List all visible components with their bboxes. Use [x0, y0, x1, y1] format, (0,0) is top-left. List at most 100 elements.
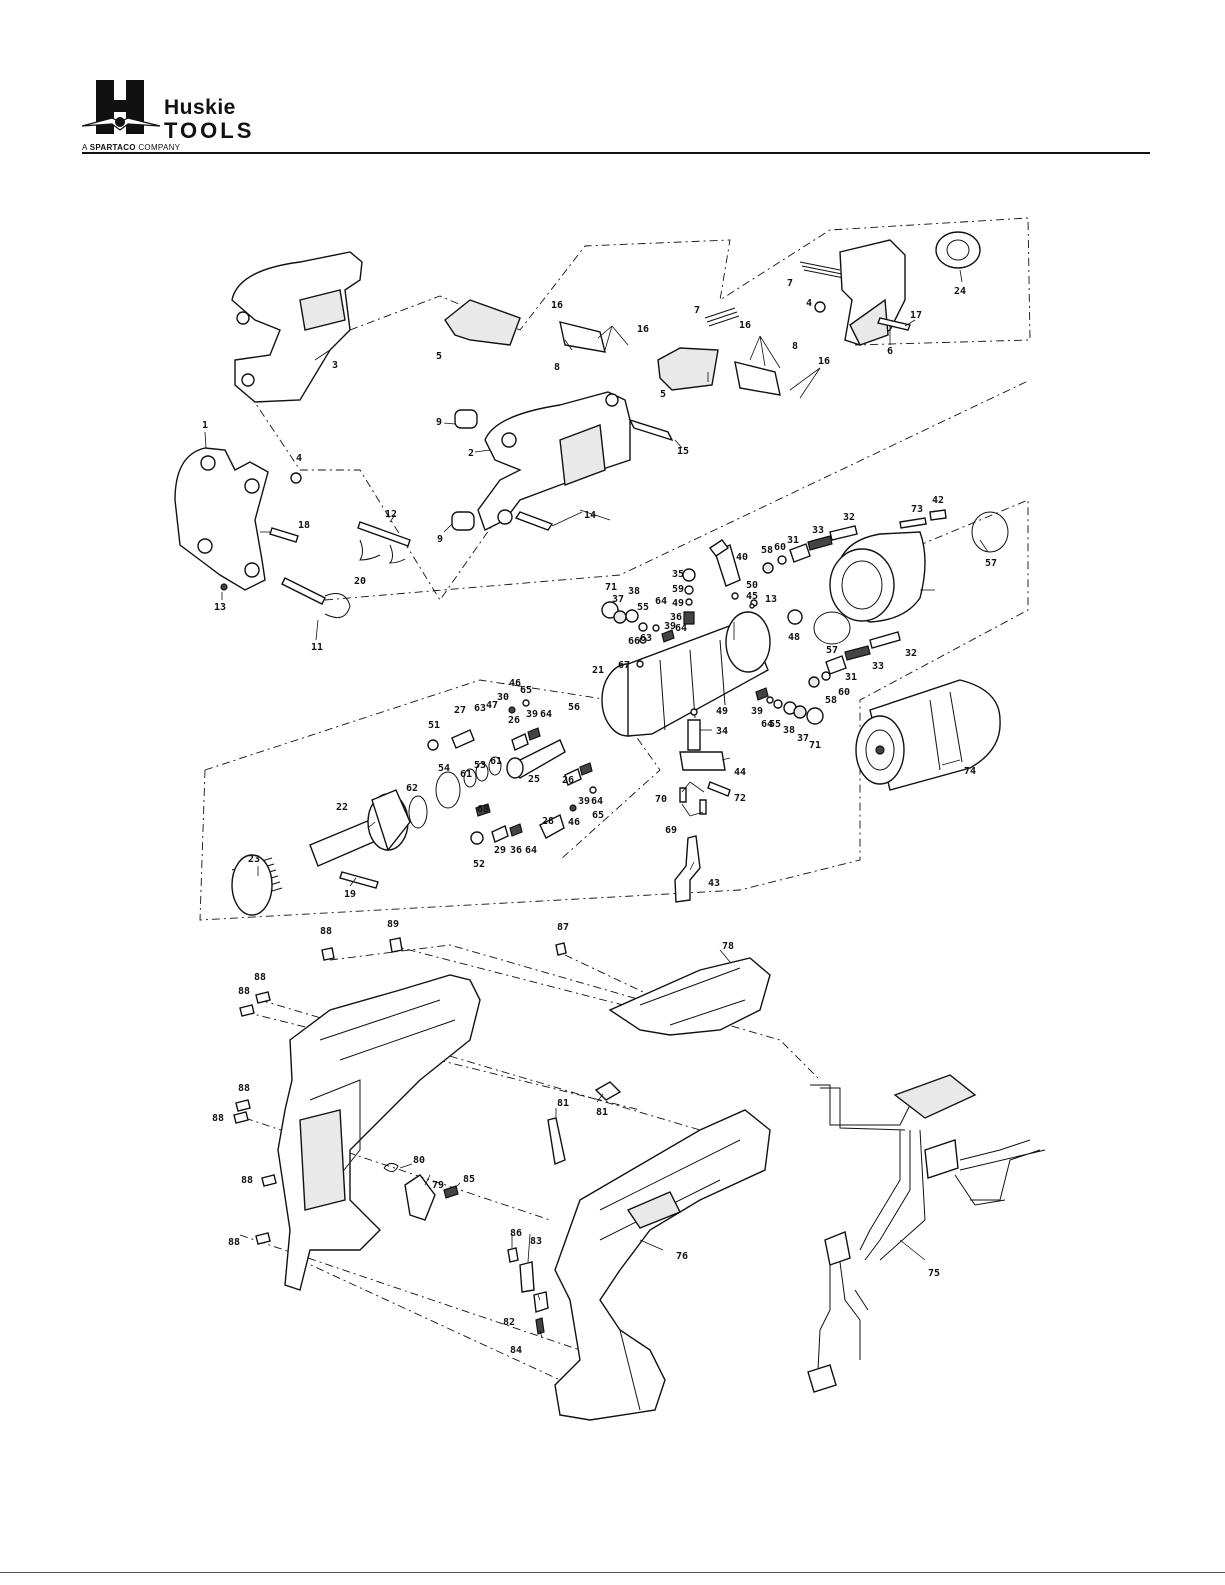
jaw-head-group: [174, 231, 981, 619]
callout-84: 84: [510, 1345, 522, 1356]
screw-70: [679, 787, 687, 803]
header-rule: [82, 152, 1150, 154]
callout-56: 56: [568, 702, 580, 713]
callout-40: 40: [736, 552, 748, 563]
callout-12: 12: [385, 509, 397, 520]
callout-81-left: 81: [557, 1098, 569, 1109]
callout-57-mid: 57: [826, 645, 838, 656]
callout-75: 75: [928, 1268, 940, 1279]
bolt-14: [514, 511, 554, 531]
seal-64b: [766, 696, 774, 704]
callout-58-top: 58: [761, 545, 773, 556]
callout-65-top: 65: [520, 685, 532, 696]
screw-42: [929, 509, 947, 521]
trigger-switch: [824, 1231, 851, 1266]
die-5a: [444, 299, 521, 346]
page-header: Huskie TOOLS A SPARTACO COMPANY: [0, 0, 1225, 160]
screw-89: [389, 937, 403, 953]
callout-43: 43: [708, 878, 720, 889]
callout-74: 74: [964, 766, 976, 777]
washer-52: [470, 831, 484, 845]
hydraulic-pump-group: [231, 539, 824, 916]
callout-34: 34: [716, 726, 728, 737]
callout-8-right: 8: [792, 341, 798, 352]
ball-49b: [690, 708, 698, 716]
callout-88-c: 88: [238, 986, 250, 997]
callout-76: 76: [676, 1251, 688, 1262]
callout-64-f: 64: [761, 719, 773, 730]
spring-36b: [683, 611, 695, 625]
gear-71a: [601, 601, 619, 619]
callout-54: 54: [438, 763, 450, 774]
callout-60-top: 60: [774, 542, 786, 553]
callout-39-c: 39: [578, 796, 590, 807]
seat-65: [589, 786, 597, 794]
callout-31-top: 31: [787, 535, 799, 546]
callout-71-left: 71: [605, 582, 617, 593]
huskie-tools-logo: Huskie TOOLS A SPARTACO COMPANY: [82, 80, 282, 154]
housing-left-half: [277, 974, 481, 1291]
control-board: [893, 1074, 977, 1119]
callout-64-e: 64: [525, 845, 537, 856]
callout-16-a: 16: [551, 300, 563, 311]
die-5b: [657, 347, 719, 391]
callout-32-top: 32: [843, 512, 855, 523]
callout-4-right: 4: [806, 298, 812, 309]
plate-82: [533, 1291, 549, 1313]
o-ring-57-right: [971, 511, 1009, 553]
connector-block: [924, 1139, 959, 1179]
seal-13-pump: [749, 603, 755, 609]
ring-nut-24: [935, 231, 981, 269]
spring-68: [475, 803, 491, 817]
o-ring-57-mid: [813, 611, 851, 645]
callout-20: 20: [354, 576, 366, 587]
pin-72: [707, 781, 731, 797]
callout-72: 72: [734, 793, 746, 804]
screw-88d: [235, 1099, 251, 1112]
callout-78: 78: [722, 941, 734, 952]
seat-66: [639, 636, 647, 644]
eccentric-38a: [625, 609, 639, 623]
o-ring-53: [475, 762, 489, 782]
ball-46: [569, 804, 577, 812]
callout-leader-lines: [204, 269, 989, 1339]
callout-13-pump: 13: [765, 594, 777, 605]
callout-69: 69: [665, 825, 677, 836]
brand-name-line2: TOOLS: [164, 118, 255, 143]
callout-89: 89: [387, 919, 399, 930]
plug-26b: [564, 768, 582, 786]
callout-33-top: 33: [812, 525, 824, 536]
piston-31a: [789, 543, 811, 563]
callout-24: 24: [954, 286, 966, 297]
callout-33-bottom: 33: [872, 661, 884, 672]
o-ring-62: [408, 795, 428, 829]
callout-38-right: 38: [783, 725, 795, 736]
spring-33b: [844, 645, 871, 661]
callout-26-a: 26: [508, 715, 520, 726]
callout-63-mid: 63: [640, 633, 652, 644]
brand-name-line1: Huskie: [164, 96, 236, 119]
callout-16-d: 16: [818, 356, 830, 367]
callout-85: 85: [463, 1174, 475, 1185]
callout-64-b: 64: [675, 623, 687, 634]
callout-49-top: 49: [672, 598, 684, 609]
callout-70: 70: [655, 794, 667, 805]
housing-group: [233, 937, 771, 1421]
callout-37-left: 37: [612, 594, 624, 605]
callout-73: 73: [911, 504, 923, 515]
screw-69: [699, 799, 707, 815]
callout-60-bottom: 60: [838, 687, 850, 698]
logo-mark-icon: [82, 80, 161, 134]
spring-39b: [579, 762, 593, 776]
callout-7-right: 7: [787, 278, 793, 289]
callout-5-right: 5: [660, 389, 666, 400]
callout-7-mid: 7: [694, 305, 700, 316]
o-ring-54: [435, 771, 461, 809]
screw-87: [555, 942, 567, 956]
switch-81: [547, 1117, 566, 1165]
callout-31-bottom: 31: [845, 672, 857, 683]
callout-71-right: 71: [809, 740, 821, 751]
callout-67: 67: [618, 660, 630, 671]
callout-88-g: 88: [228, 1237, 240, 1248]
callout-88-b: 88: [254, 972, 266, 983]
